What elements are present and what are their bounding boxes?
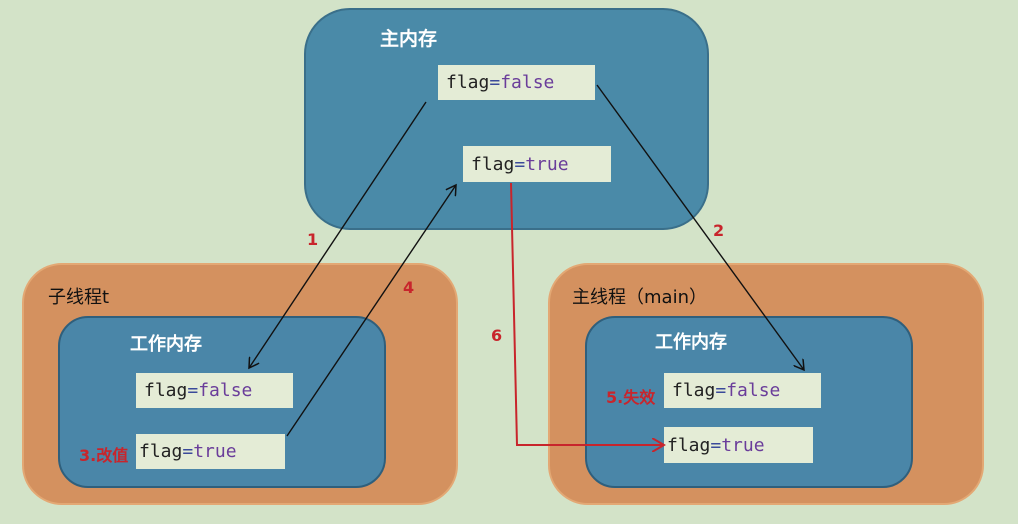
equals-sign: = xyxy=(182,441,194,462)
var-value: true xyxy=(525,153,569,175)
child-flag-false: flag = false xyxy=(136,373,293,408)
var-value: false xyxy=(726,380,781,401)
equals-sign: = xyxy=(715,380,727,401)
arrow-step-4 xyxy=(286,185,456,437)
step-2-label: 2 xyxy=(713,221,725,240)
child-flag-true: flag = true xyxy=(136,434,285,469)
arrow-step-2 xyxy=(596,84,804,370)
invalidate-note: 5.失效 xyxy=(606,388,656,407)
equals-sign: = xyxy=(187,380,199,401)
arrow-step-1 xyxy=(249,101,427,368)
main-thread-flag-true: flag = true xyxy=(664,427,813,463)
child-thread-title: 子线程t xyxy=(48,287,110,308)
step-1-label: 1 xyxy=(307,230,319,249)
main-memory-flag-true: flag = true xyxy=(463,146,611,182)
equals-sign: = xyxy=(489,72,501,93)
var-value: false xyxy=(198,380,253,401)
main-memory-flag-false: flag = false xyxy=(438,65,595,100)
var-name: flag xyxy=(667,434,711,456)
var-name: flag xyxy=(139,441,183,462)
equals-sign: = xyxy=(710,434,722,456)
var-name: flag xyxy=(144,380,188,401)
child-work-memory-title: 工作内存 xyxy=(130,334,202,355)
main-thread-flag-false: flag = false xyxy=(664,373,821,408)
var-name: flag xyxy=(446,72,490,93)
var-value: true xyxy=(193,441,237,462)
step-4-label: 4 xyxy=(403,278,415,297)
main-memory-box xyxy=(304,8,709,230)
main-memory-title: 主内存 xyxy=(380,28,438,50)
main-work-memory-title: 工作内存 xyxy=(655,332,727,353)
var-name: flag xyxy=(471,153,515,175)
var-value: false xyxy=(500,72,555,93)
main-thread-title: 主线程（main） xyxy=(572,287,707,308)
arrow-step-6 xyxy=(510,182,664,445)
var-value: true xyxy=(721,434,765,456)
change-value-note: 3.改值 xyxy=(79,446,129,465)
step-6-label: 6 xyxy=(491,326,503,345)
var-name: flag xyxy=(672,380,716,401)
equals-sign: = xyxy=(514,153,526,175)
